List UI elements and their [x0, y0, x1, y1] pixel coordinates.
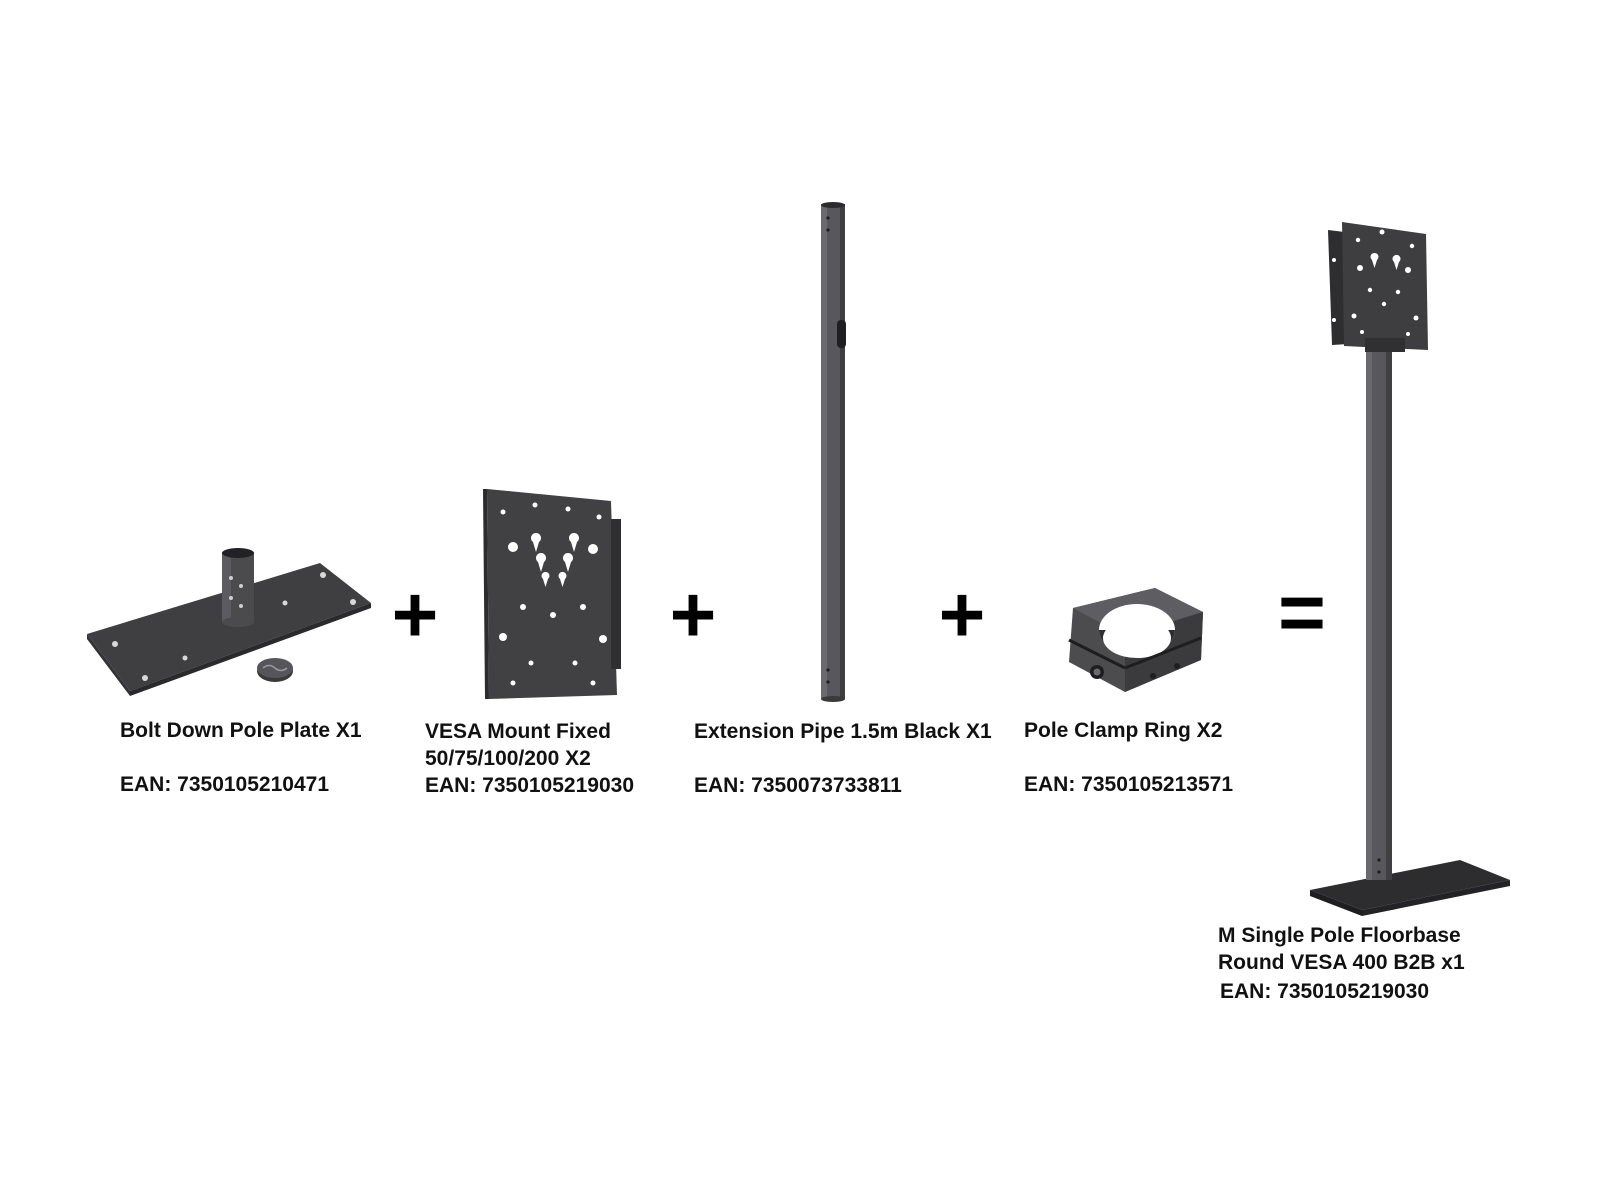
plus-sign-3: + [938, 570, 986, 659]
floorbase-assembly-image [1310, 220, 1510, 920]
component-1-ean: EAN: 7350105210471 [120, 773, 329, 796]
result-name-line1: M Single Pole Floorbase [1218, 924, 1461, 947]
vesa-mount-icon [483, 489, 621, 699]
bolt-down-pole-plate-image [85, 548, 375, 713]
component-2-name: VESA Mount Fixed 50/75/100/200 X2 [425, 718, 611, 772]
component-2-name-line2: 50/75/100/200 X2 [425, 747, 591, 770]
component-1-name: Bolt Down Pole Plate X1 [120, 719, 362, 742]
pole-clamp-ring-icon [1068, 588, 1203, 692]
bolt-down-pole-plate-icon [87, 548, 371, 696]
result-name: M Single Pole Floorbase Round VESA 400 B… [1218, 922, 1465, 976]
extension-pipe-icon [821, 202, 846, 702]
equals-sign: = [1278, 567, 1326, 658]
vesa-mount-image [483, 487, 625, 702]
plus-sign-1: + [391, 570, 439, 659]
component-4-ean: EAN: 7350105213571 [1024, 773, 1233, 796]
pole-clamp-ring-image [1055, 580, 1220, 700]
plus-sign-2: + [669, 570, 717, 659]
result-name-line2: Round VESA 400 B2B x1 [1218, 951, 1465, 974]
component-2-ean: EAN: 7350105219030 [425, 774, 634, 797]
extension-pipe-image [818, 200, 848, 705]
component-3-name: Extension Pipe 1.5m Black X1 [694, 720, 992, 743]
result-ean: EAN: 7350105219030 [1220, 980, 1429, 1003]
component-2-name-line1: VESA Mount Fixed [425, 720, 611, 743]
component-3-ean: EAN: 7350073733811 [694, 774, 902, 797]
floorbase-assembly-icon [1310, 222, 1510, 916]
component-4-name: Pole Clamp Ring X2 [1024, 719, 1223, 742]
